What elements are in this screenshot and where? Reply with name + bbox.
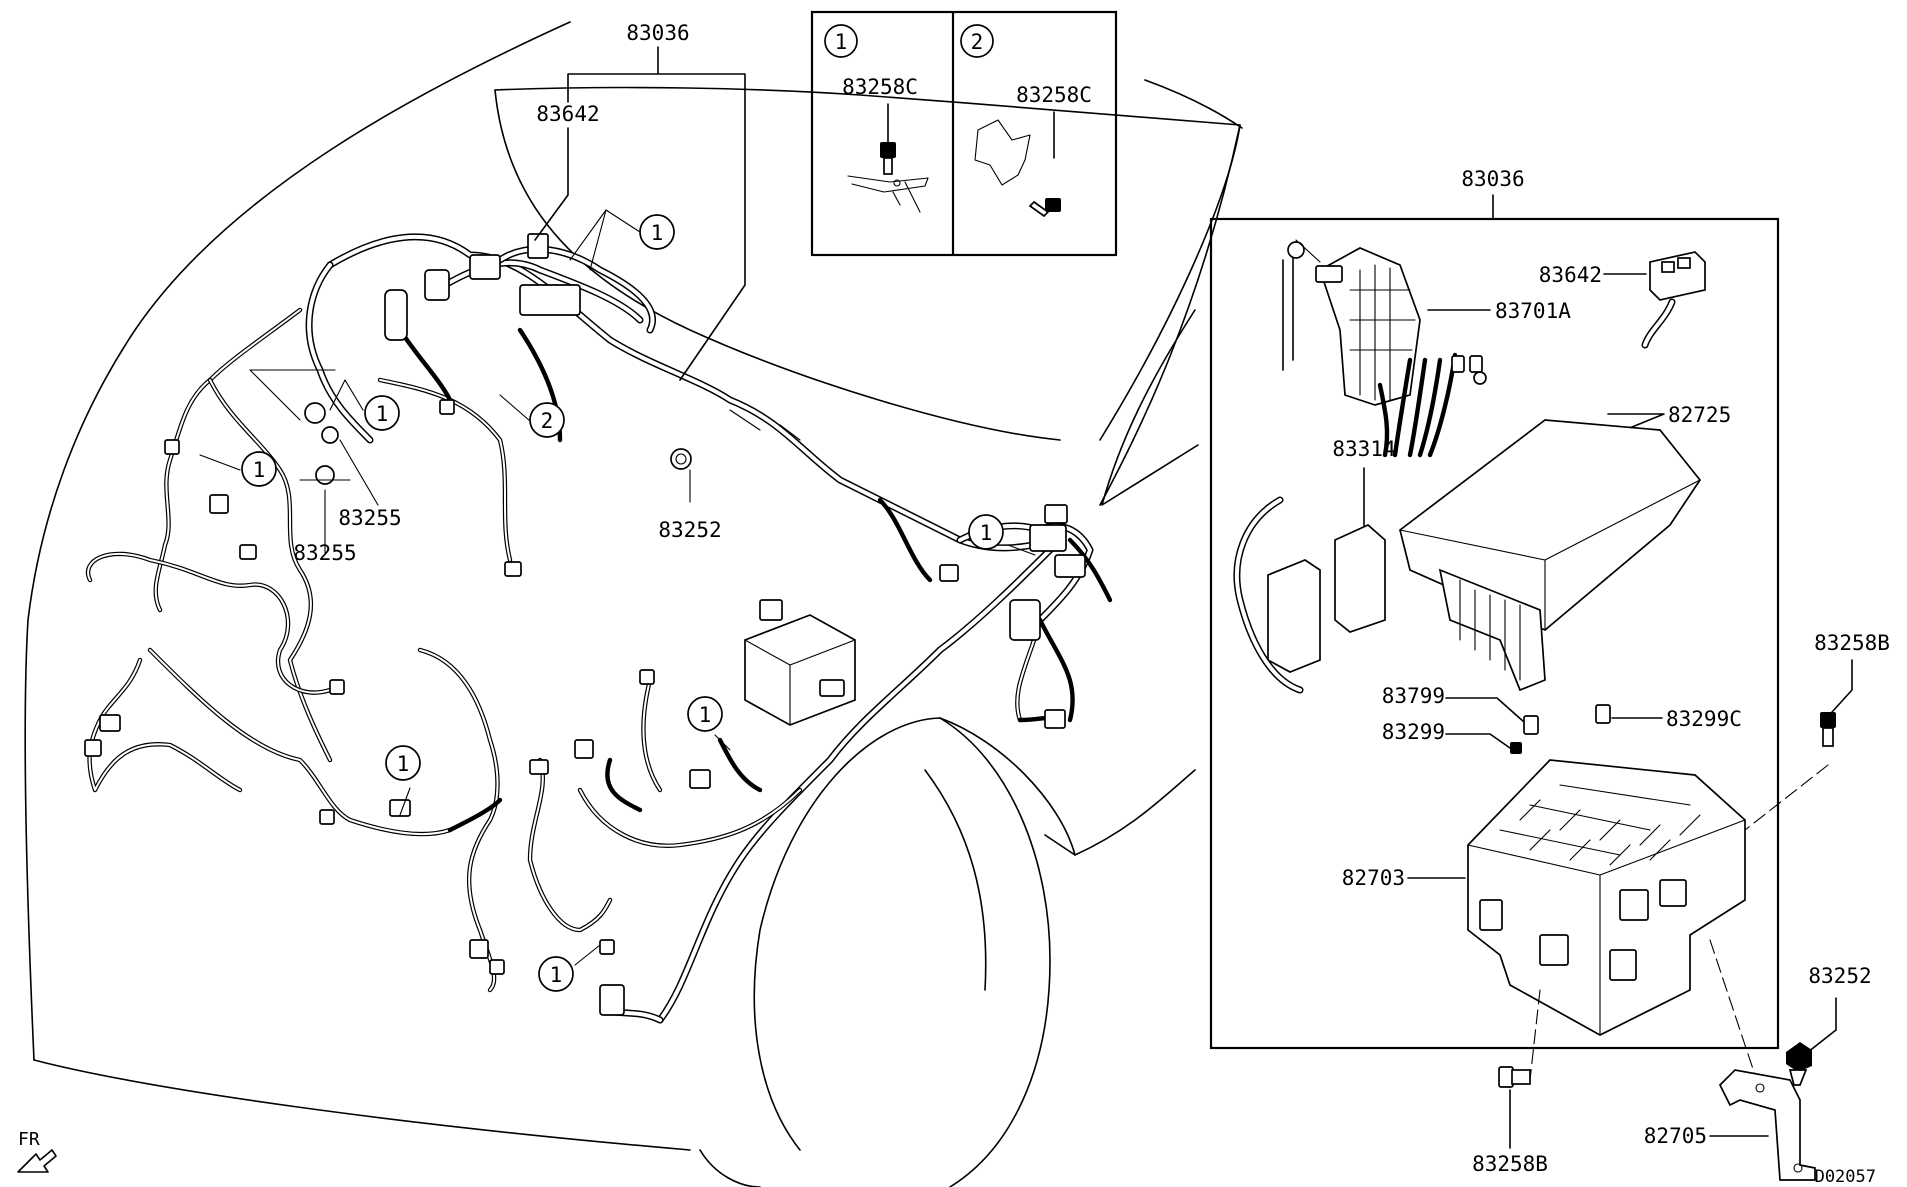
branch-wires	[85, 307, 1113, 993]
harness-connectors	[84, 233, 1086, 1016]
detail-frame: 83036 83642 83701A 82725	[1209, 167, 1780, 1050]
label-83258c-inset2: 83258C	[1016, 83, 1092, 107]
label-83258b-right: 83258B	[1814, 631, 1890, 655]
label-83299c: 83299C	[1666, 707, 1742, 731]
front-arrow-icon	[17, 1149, 57, 1173]
callout-1a: 1	[651, 221, 664, 245]
label-83314: 83314	[1332, 437, 1395, 461]
label-83799: 83799	[1382, 684, 1445, 708]
label-83036-main: 83036	[626, 21, 689, 45]
callout-1b: 1	[376, 402, 389, 426]
callout-2a: 2	[541, 409, 554, 433]
label-83252-right: 83252	[1808, 964, 1871, 988]
label-83258c-inset1: 83258C	[842, 75, 918, 99]
inset-callout-1: 1	[835, 30, 848, 54]
callout-circles: 1 1 2 1 1 1 1 1	[241, 214, 1004, 992]
front-direction-marker: FR	[17, 1129, 57, 1173]
label-83299: 83299	[1382, 720, 1445, 744]
label-83036-detail: 83036	[1461, 167, 1524, 191]
label-83642-detail: 83642	[1539, 263, 1602, 287]
label-83701a: 83701A	[1495, 299, 1571, 323]
engine-harness	[305, 233, 1094, 1024]
inset-panels: 1 2 83258C 83258C	[810, 10, 1118, 257]
drawing-code: D02057	[1815, 1167, 1876, 1187]
label-83642-main: 83642	[536, 102, 599, 126]
callout-1e: 1	[699, 703, 712, 727]
inset-callout-2: 2	[971, 30, 984, 54]
callout-1f: 1	[397, 752, 410, 776]
label-83252-main: 83252	[658, 518, 721, 542]
label-83255-b: 83255	[293, 541, 356, 565]
label-83258b-bottom: 83258B	[1472, 1152, 1548, 1176]
callout-1d: 1	[980, 521, 993, 545]
front-label: FR	[18, 1129, 40, 1150]
mounting-parts: 83258B 83252 83258B 82705 D02057	[1472, 631, 1890, 1187]
callout-1g: 1	[550, 963, 563, 987]
label-83255-a: 83255	[338, 506, 401, 530]
label-82703: 82703	[1342, 866, 1405, 890]
label-82705: 82705	[1644, 1124, 1707, 1148]
leader-lines	[199, 46, 1036, 966]
callout-1c: 1	[253, 458, 266, 482]
vehicle-outline	[24, 21, 1243, 1187]
part-labels-left: 83036 83642 83255 83255 83252	[293, 21, 721, 565]
label-82725: 82725	[1668, 403, 1731, 427]
